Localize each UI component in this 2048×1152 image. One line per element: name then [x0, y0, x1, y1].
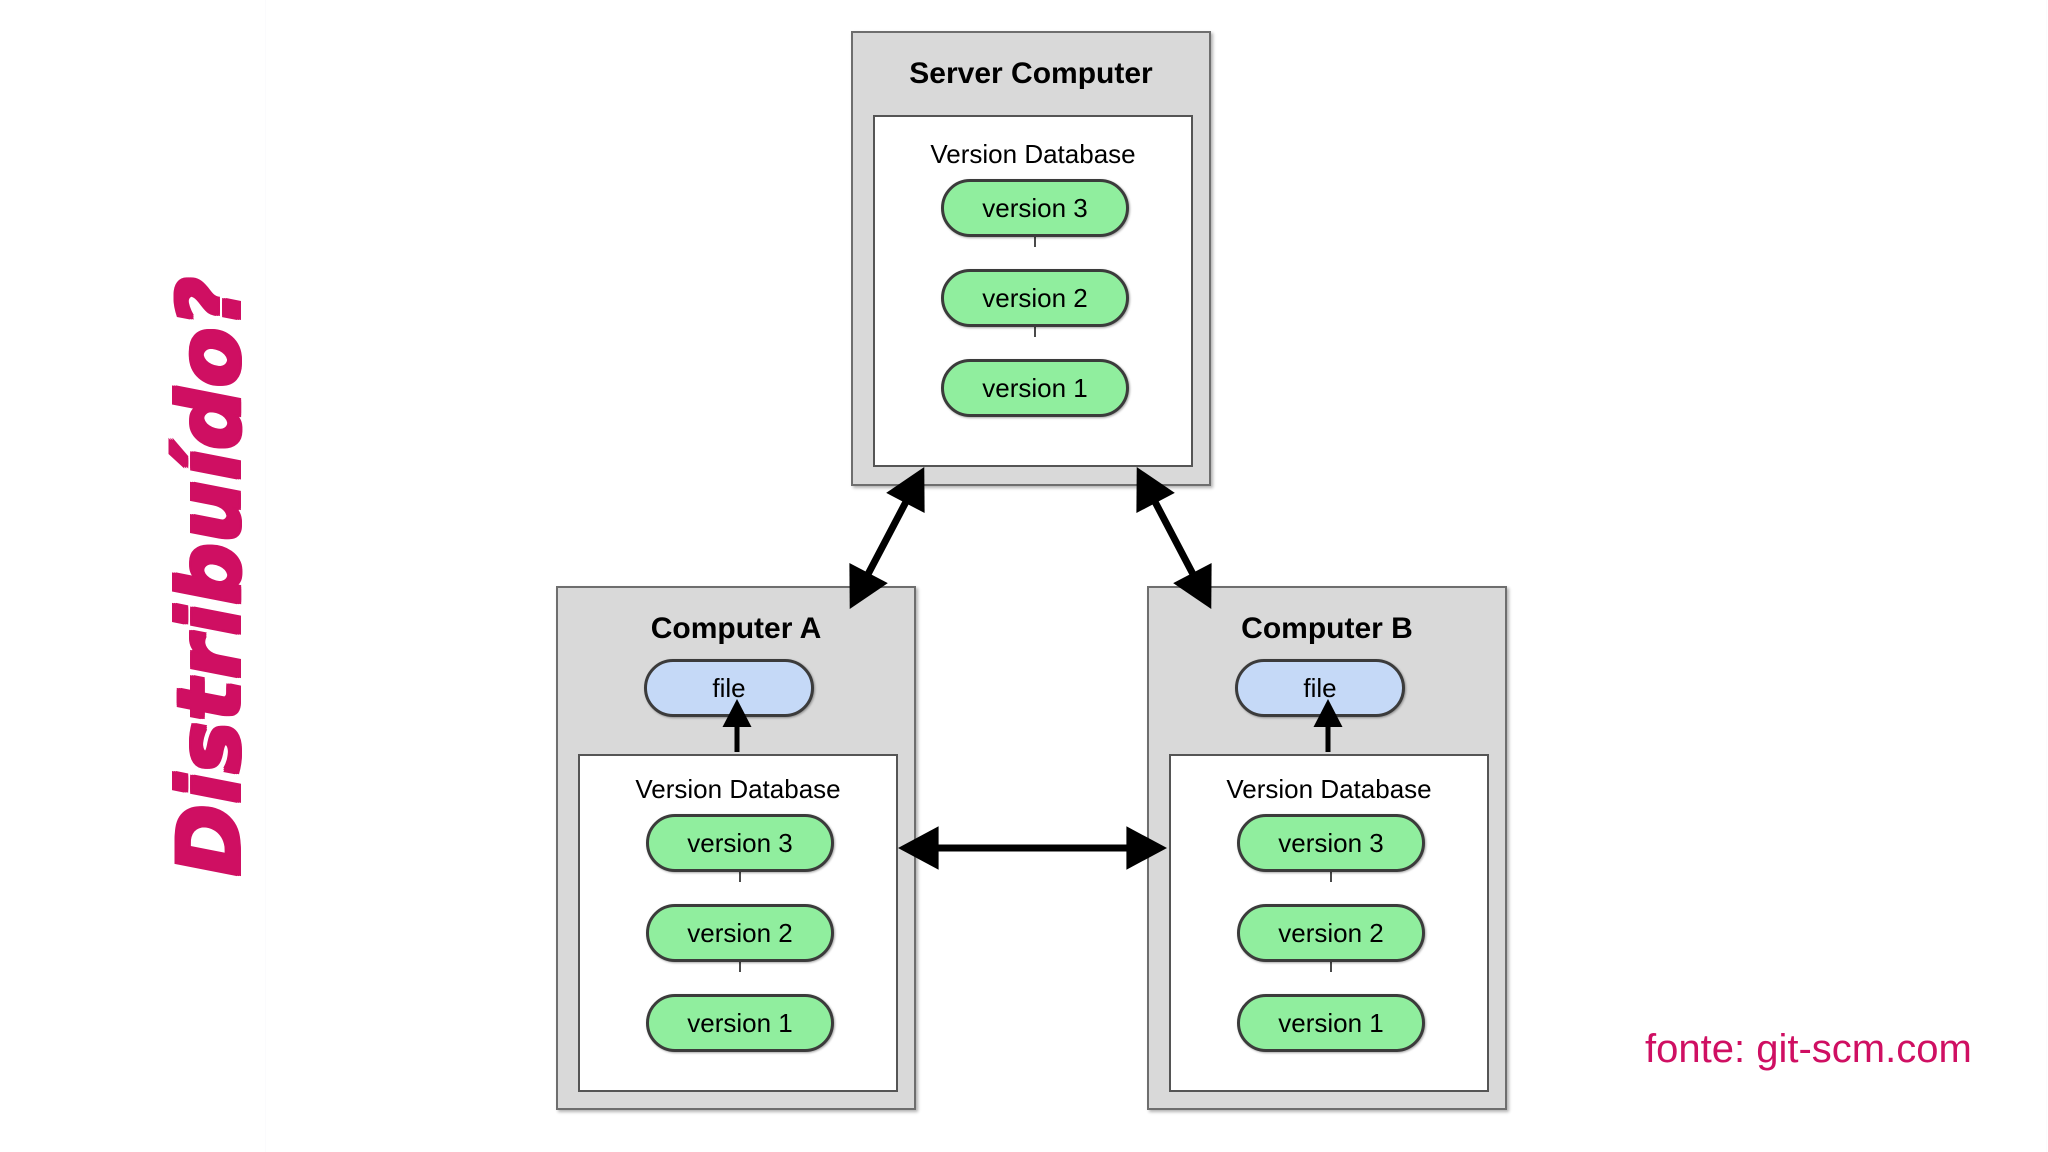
computer-b-version-database-box: Version Database version 3 version 2 ver…	[1169, 754, 1489, 1092]
server-version-database-box: Version Database version 3 version 2 ver…	[873, 115, 1193, 467]
server-version-database-label: Version Database	[930, 139, 1136, 169]
server-version-pill-3[interactable]: version 3	[941, 179, 1129, 237]
server-computer-title: Server Computer	[909, 57, 1153, 90]
computer-a-version-pill-3[interactable]: version 3	[646, 814, 834, 872]
computer-a-version-pill-1[interactable]: version 1	[646, 994, 834, 1052]
computer-a-box[interactable]: Computer A file Version Database version…	[556, 586, 916, 1110]
arrow-server-to-computer-a	[849, 467, 925, 609]
slide-title-vertical: Distribuído?	[0, 0, 420, 1152]
slide-left-edge	[265, 0, 266, 1152]
computer-b-title: Computer B	[1241, 612, 1413, 645]
server-version-pill-1[interactable]: version 1	[941, 359, 1129, 417]
computer-a-title: Computer A	[650, 612, 822, 645]
computer-a-file-pill[interactable]: file	[644, 659, 814, 717]
server-computer-box[interactable]: Server Computer Version Database version…	[851, 31, 1211, 486]
computer-a-version-pill-2[interactable]: version 2	[646, 904, 834, 962]
computer-a-version-database-label: Version Database	[635, 774, 841, 804]
computer-b-version-pill-2[interactable]: version 2	[1237, 904, 1425, 962]
page-title: Distribuído?	[160, 276, 261, 876]
computer-a-version-database-box: Version Database version 3 version 2 ver…	[578, 754, 898, 1092]
server-version-pill-2[interactable]: version 2	[941, 269, 1129, 327]
source-credit: fonte: git-scm.com	[1645, 1027, 1972, 1071]
computer-b-version-pill-1[interactable]: version 1	[1237, 994, 1425, 1052]
computer-b-file-pill[interactable]: file	[1235, 659, 1405, 717]
arrow-server-to-computer-b	[1136, 467, 1212, 609]
computer-b-version-database-label: Version Database	[1226, 774, 1432, 804]
computer-b-version-pill-3[interactable]: version 3	[1237, 814, 1425, 872]
computer-b-box[interactable]: Computer B file Version Database version…	[1147, 586, 1507, 1110]
slide-right-edge	[2046, 0, 2047, 1152]
